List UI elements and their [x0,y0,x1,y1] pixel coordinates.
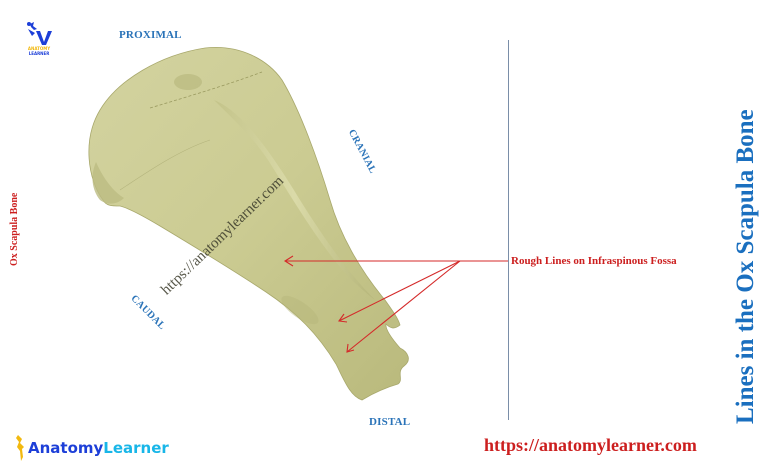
scapula-blade [88,46,409,401]
runner-logo-icon [16,435,24,461]
small-logo-line1: ANATOMY [27,46,51,51]
proximal-label: PROXIMAL [119,29,182,41]
footer-url[interactable]: https://anatomylearner.com [484,435,697,455]
vertical-divider [508,40,509,420]
scapular-spine [214,100,375,300]
small-logo: ANATOMY LEARNER [22,20,56,60]
runner-logo-icon [27,22,52,45]
logo-text-learner: Learner [103,439,169,457]
annotation-label: Rough Lines on Infraspinous Fossa [511,255,677,267]
small-logo-line2: LEARNER [28,51,50,56]
main-title: Lines in the Ox Scapula Bone [732,109,759,424]
logo-text-anatomy: Anatomy [28,439,104,457]
distal-label: DISTAL [369,416,411,428]
